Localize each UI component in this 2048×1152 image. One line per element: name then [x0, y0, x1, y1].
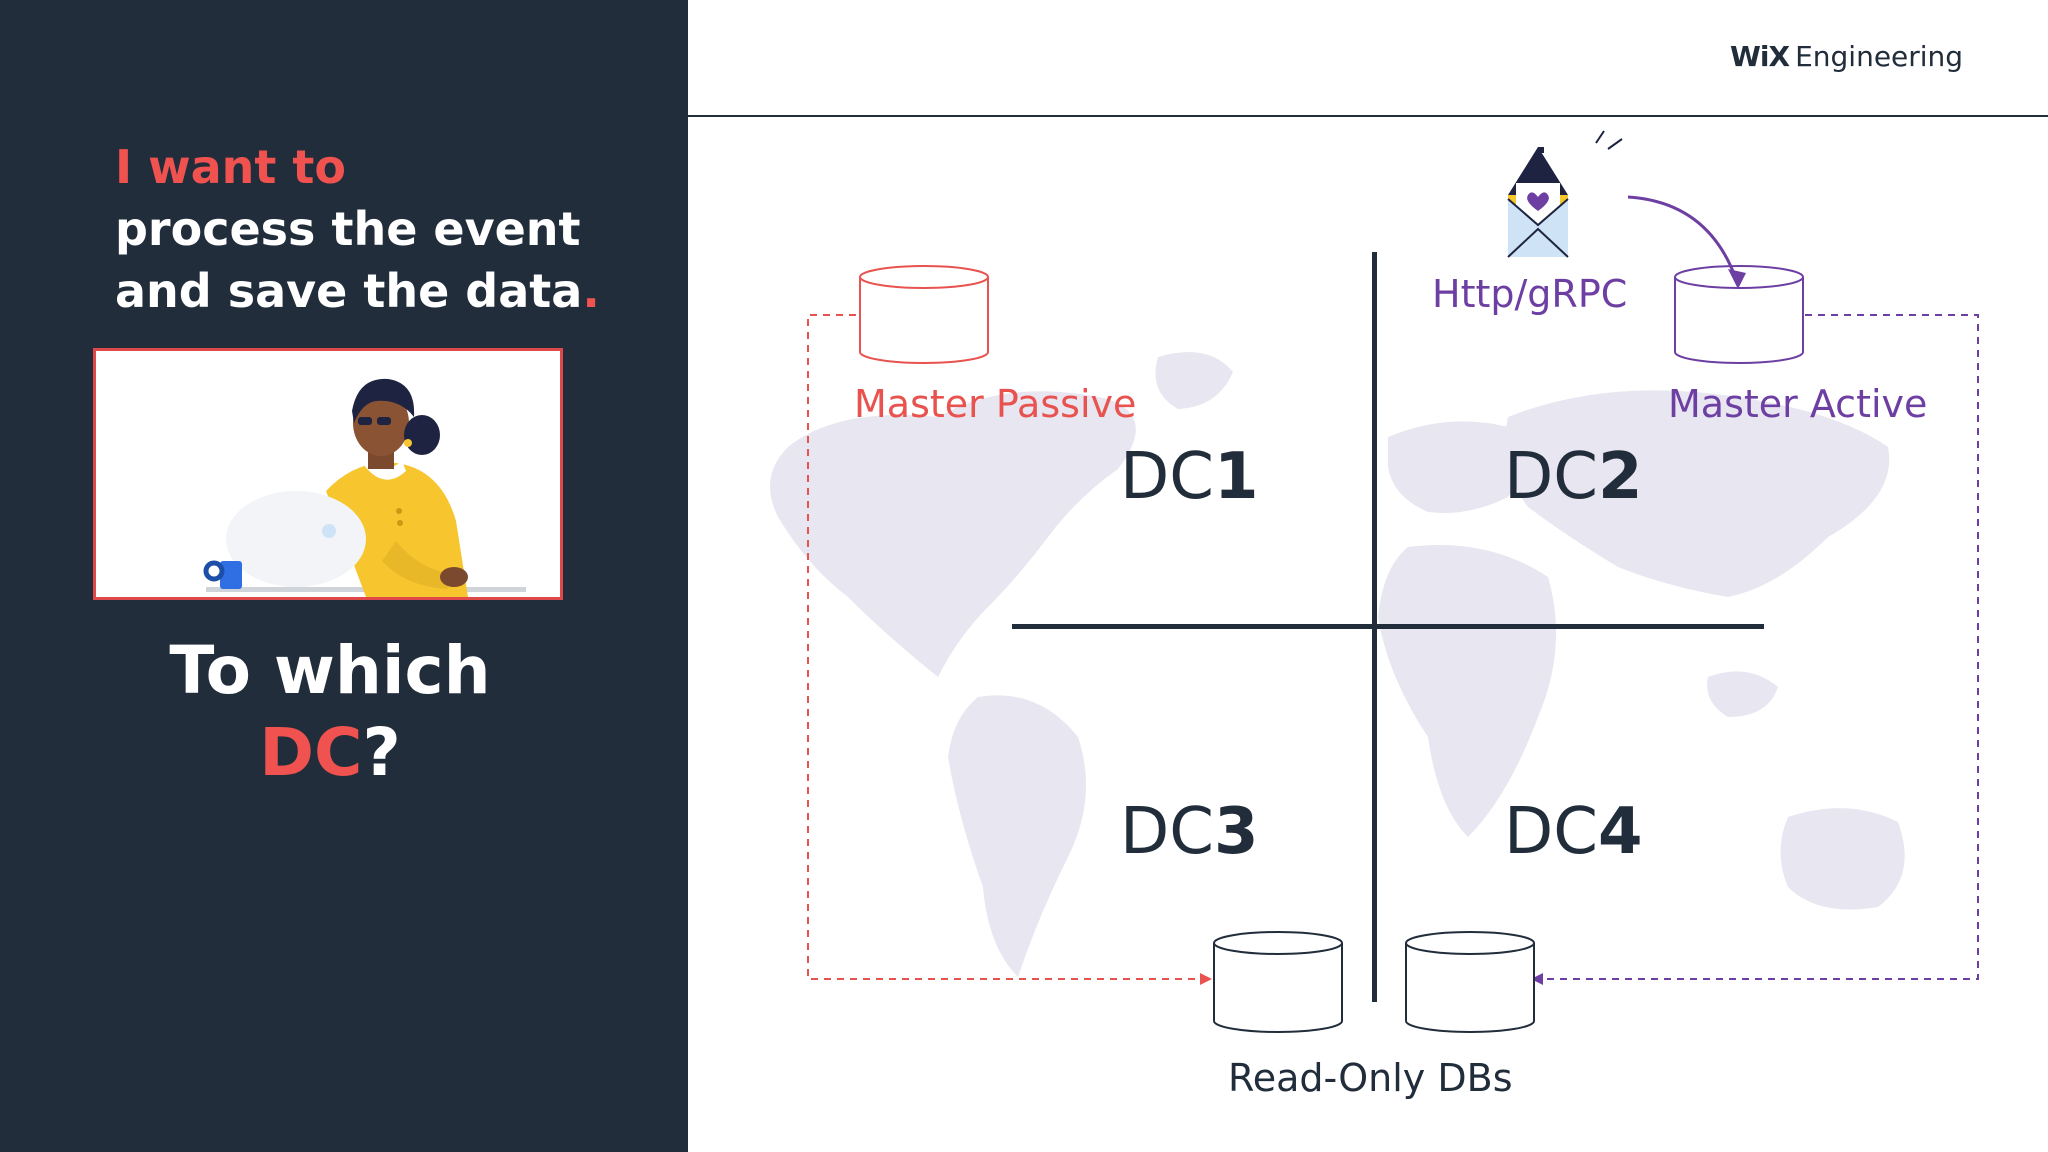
- left-panel: I want to process the event and save the…: [0, 0, 688, 1152]
- person-arm: [382, 541, 448, 589]
- glasses-right: [377, 417, 391, 425]
- dc4-num: 4: [1598, 795, 1643, 869]
- master-active-label: Master Active: [1668, 382, 1927, 426]
- read-only-db-1: [1213, 931, 1343, 1033]
- person-hand: [440, 567, 468, 587]
- dc3-label: DC3: [1120, 795, 1259, 869]
- dc1-label: DC1: [1120, 440, 1259, 514]
- dc4-label: DC4: [1504, 795, 1643, 869]
- question-mark: ?: [362, 714, 401, 791]
- headline-line-2: process the event: [115, 202, 581, 256]
- world-map: [770, 352, 1905, 977]
- wix-logo: WiX: [1730, 40, 1790, 73]
- dc2-prefix: DC: [1504, 440, 1598, 514]
- headline-line-3: and save the data.: [115, 260, 675, 322]
- dc1-prefix: DC: [1120, 440, 1214, 514]
- headline-line-3-text: and save the data: [115, 264, 583, 318]
- mug: [220, 561, 242, 589]
- glasses-left: [358, 417, 372, 425]
- read-only-label: Read-Only DBs: [1228, 1056, 1513, 1100]
- presenter-video: [93, 348, 563, 600]
- map-africa: [1378, 545, 1556, 837]
- question: To which DC?: [0, 630, 660, 794]
- active-arrowhead: [1531, 973, 1543, 985]
- dc2-num: 2: [1598, 440, 1643, 514]
- protocol-label: Http/gRPC: [1432, 272, 1627, 316]
- passive-arrowhead: [1200, 973, 1212, 985]
- dc2-label: DC2: [1504, 440, 1643, 514]
- dc1-num: 1: [1214, 440, 1259, 514]
- active-replication-path: [1543, 314, 1979, 980]
- map-south-america: [948, 695, 1086, 977]
- question-line-1: To which: [169, 632, 491, 709]
- question-line-2: DC?: [0, 712, 660, 794]
- dc3-num: 3: [1214, 795, 1259, 869]
- dc4-prefix: DC: [1504, 795, 1598, 869]
- request-arrow: [1627, 195, 1738, 280]
- dc3-prefix: DC: [1120, 795, 1214, 869]
- person-body: [326, 462, 468, 597]
- earring: [404, 439, 412, 447]
- map-europe: [1388, 421, 1523, 513]
- horizontal-divider: [1012, 624, 1764, 629]
- map-north-america: [770, 391, 1136, 677]
- read-only-db-2: [1405, 931, 1535, 1033]
- headline: I want to process the event and save the…: [115, 136, 675, 322]
- map-australia: [1780, 808, 1905, 910]
- headline-line-1: I want to: [115, 140, 347, 194]
- mug-handle: [203, 560, 225, 582]
- shirt-button-2: [397, 520, 403, 526]
- map-asia: [1505, 390, 1890, 597]
- passive-replication-path: [807, 314, 1200, 980]
- presenter-illustration: [203, 378, 526, 597]
- request-arrowhead: [1728, 269, 1746, 289]
- header-divider: [688, 115, 2048, 117]
- laptop-logo: [322, 524, 336, 538]
- master-passive-label: Master Passive: [854, 382, 1136, 426]
- question-dc: DC: [259, 714, 363, 791]
- envelope-icon: [1507, 130, 1623, 258]
- laptop: [226, 491, 366, 587]
- master-passive-db: [859, 265, 989, 364]
- map-greenland: [1155, 352, 1233, 409]
- brand-text: Engineering: [1795, 40, 1964, 73]
- person-hair: [352, 378, 415, 423]
- hair-bun: [404, 415, 440, 455]
- dc-diagram: Http/gRPC Master Passive Master Active R…: [770, 130, 1979, 1100]
- map-islands: [1707, 671, 1778, 717]
- shirt-button-1: [396, 508, 402, 514]
- headline-dot: .: [582, 264, 600, 318]
